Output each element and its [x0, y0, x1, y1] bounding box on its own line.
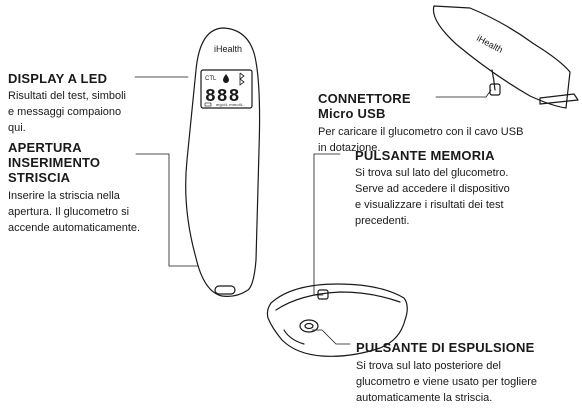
unit-labels: mg/dL mmol/L [216, 102, 244, 107]
meter-side-view [266, 283, 408, 357]
desc-line: in dotazione. [318, 142, 381, 154]
desc-line: accende automaticamente. [8, 222, 141, 234]
strip-port-desc: Inserire la striscia nella apertura. Il … [8, 188, 140, 236]
desc-line: qui. [8, 122, 26, 134]
eject-title: PULSANTE DI ESPULSIONE [356, 340, 534, 355]
desc-line: precedenti. [355, 215, 410, 227]
led-display-content: CTL 888 mg/dL mmol/L [204, 72, 245, 107]
memory-button [317, 289, 329, 300]
memory-title: PULSANTE MEMORIA [355, 148, 495, 163]
desc-line: Serve ad accedere il dispositivo [355, 183, 510, 195]
title-line: STRISCIA [8, 170, 71, 185]
battery-icon [204, 102, 212, 107]
desc-line: Risultati del test, simboli [8, 90, 126, 102]
desc-line: Per caricare il glucometro con il cavo U… [318, 126, 524, 138]
desc-line: Si trova sul lato posteriore del [356, 360, 501, 372]
ctl-indicator: CTL [205, 76, 217, 82]
desc-line: Inserire la striscia nella [8, 190, 120, 202]
meter-usb-view [432, 5, 579, 109]
desc-line: glucometro e viene usato per togliere [356, 376, 537, 388]
eject-button [299, 319, 319, 333]
strip-port [214, 285, 236, 295]
title-line: DISPLAY A LED [8, 71, 108, 86]
bluetooth-icon [239, 72, 245, 86]
title-line: PULSANTE MEMORIA [355, 148, 495, 163]
title-line: APERTURA [8, 140, 82, 155]
title-line: Micro USB [318, 106, 386, 121]
usb-title: CONNETTORE Micro USB [318, 91, 411, 121]
desc-line: Si trova sul lato del glucometro. [355, 167, 509, 179]
brand-usb-view: iHealth [475, 33, 504, 55]
brand-front: iHealth [214, 44, 242, 54]
desc-line: e messaggi compaiono [8, 106, 122, 118]
title-line: CONNETTORE [318, 91, 411, 106]
usb-desc: Per caricare il glucometro con il cavo U… [318, 124, 523, 156]
strip-port-title: APERTURA INSERIMENTO STRISCIA [8, 140, 100, 185]
title-line: INSERIMENTO [8, 155, 101, 170]
meter-front-view [185, 27, 261, 297]
usb-port [489, 83, 501, 96]
led-digits: 888 [205, 87, 240, 107]
display-led-desc: Risultati del test, simboli e messaggi c… [8, 88, 126, 136]
desc-line: automaticamente la striscia. [356, 392, 493, 404]
desc-line: e visualizzare i risultati dei test [355, 199, 504, 211]
drop-icon [223, 74, 229, 83]
leader-lines [134, 76, 492, 345]
led-display [200, 69, 253, 109]
desc-line: apertura. Il glucometro si [8, 206, 130, 218]
eject-desc: Si trova sul lato posteriore del glucome… [356, 358, 537, 406]
memory-desc: Si trova sul lato del glucometro. Serve … [355, 165, 510, 229]
display-led-title: DISPLAY A LED [8, 71, 107, 86]
title-line: PULSANTE DI ESPULSIONE [356, 340, 535, 355]
